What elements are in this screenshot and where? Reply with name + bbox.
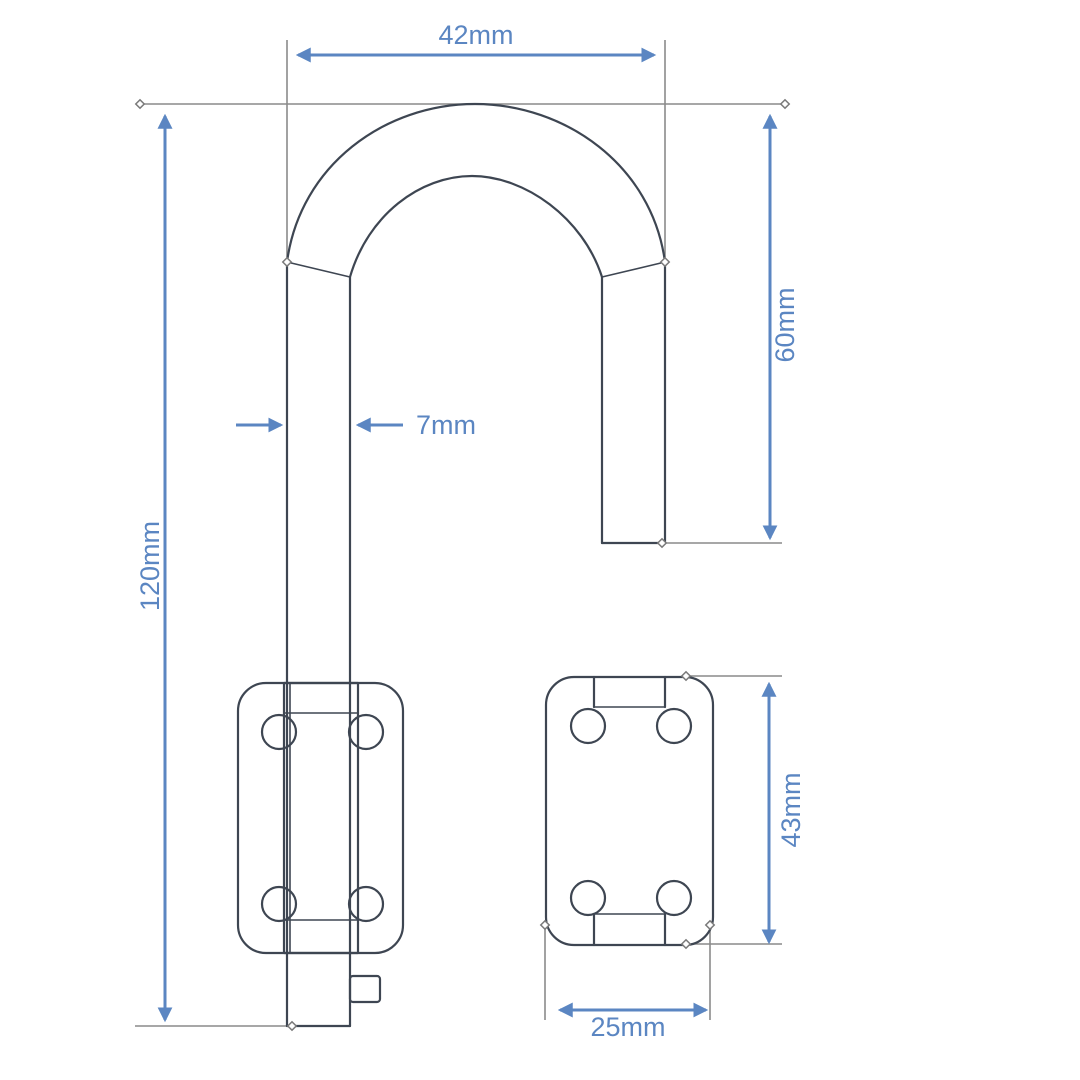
- right-receiving-plate: [544, 675, 715, 947]
- marker-plate-left: [539, 919, 551, 931]
- right-plate-hole-bottom-left: [569, 879, 607, 917]
- dimension-lines: [157, 47, 778, 1023]
- label-hook-height: 60mm: [770, 287, 800, 362]
- right-plate-hole-top-left: [569, 707, 607, 745]
- right-plate-hole-top-right: [655, 707, 693, 745]
- hook-seam-left: [286, 261, 351, 278]
- label-plate-height: 43mm: [776, 772, 806, 847]
- label-overall-length: 120mm: [135, 521, 165, 611]
- right-plate-body: [544, 675, 715, 947]
- extension-lines: [135, 40, 785, 1027]
- label-pin-diameter: 7mm: [416, 410, 476, 440]
- marker-hook-right: [659, 256, 671, 268]
- left-plate-hole-top-left: [260, 713, 298, 751]
- left-mounting-plate: [236, 681, 405, 955]
- hook-pin: [285, 102, 667, 1028]
- dimension-labels: 42mm 60mm 7mm 120mm 43mm 25mm: [135, 20, 806, 1042]
- hook-outer-arc: [285, 102, 667, 264]
- left-plate-body: [236, 681, 405, 955]
- marker-plate-right: [704, 919, 716, 931]
- label-plate-width: 25mm: [590, 1012, 665, 1042]
- marker-plate-bottom: [680, 938, 692, 950]
- marker-pin-end: [286, 1020, 298, 1032]
- pin-knob: [348, 974, 382, 1004]
- hook-inner-arc: [348, 174, 604, 279]
- marker-hook-end: [656, 537, 668, 549]
- hook-seam-right: [601, 261, 666, 278]
- left-plate-hole-bottom-right: [347, 885, 385, 923]
- marker-top-right: [779, 98, 791, 110]
- label-hook-width: 42mm: [438, 20, 513, 50]
- marker-hook-left: [281, 256, 293, 268]
- left-plate-hole-bottom-left: [260, 885, 298, 923]
- reference-markers: [134, 98, 791, 1032]
- marker-top-left: [134, 98, 146, 110]
- left-plate-sleeve: [282, 681, 360, 955]
- right-plate-hole-bottom-right: [655, 879, 693, 917]
- left-plate-hole-top-right: [347, 713, 385, 751]
- marker-plate-top: [680, 670, 692, 682]
